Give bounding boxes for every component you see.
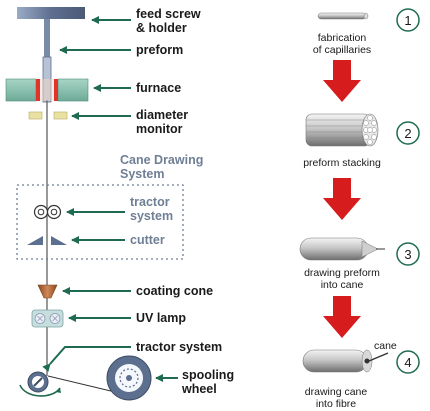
step-2-circle — [396, 121, 420, 145]
tractor-wheel-bottom — [27, 371, 49, 393]
step-1-caption-1: fabrication — [318, 32, 367, 44]
spooling-wheel — [106, 355, 152, 401]
feed-screw-shaft — [44, 19, 50, 57]
step-4-number: 4 — [404, 355, 411, 370]
step-3-number: 3 — [404, 247, 411, 262]
flow-arrow-1 — [323, 60, 361, 102]
step-2-number: 2 — [404, 126, 411, 141]
step-3-circle — [396, 242, 420, 266]
label-uv-lamp: UV lamp — [136, 311, 186, 325]
label-tractor-system: tractor system — [136, 340, 222, 354]
step-3-drawing-preform — [299, 237, 385, 261]
fibre-to-spool — [47, 375, 116, 393]
label-cane-drawing-1: Cane Drawing — [120, 153, 203, 167]
step-1-circle — [396, 8, 420, 32]
feed-screw-holder-bar — [17, 7, 85, 19]
flow-arrow-2 — [323, 178, 361, 220]
furnace — [5, 78, 89, 102]
label-spooling-2: wheel — [181, 382, 217, 396]
uv-lamp — [31, 309, 64, 328]
step-3-caption-1: drawing preform — [304, 267, 380, 279]
step-1-capillary — [317, 12, 369, 20]
label-diameter-1: diameter — [136, 108, 188, 122]
step-4-caption-2: into fibre — [316, 398, 356, 410]
step-2-caption-1: preform stacking — [303, 157, 381, 169]
coating-cone — [37, 284, 58, 299]
step-4-circle — [396, 350, 420, 374]
label-feed-screw-1: feed screw — [136, 7, 201, 21]
label-coating-cone: coating cone — [136, 284, 213, 298]
cane-label: cane — [374, 340, 397, 352]
arrow-tractor-system — [42, 346, 131, 372]
step-4-drawing-cane — [302, 349, 389, 373]
tractor-wheels-cane — [33, 204, 62, 220]
flow-arrow-3 — [323, 296, 361, 338]
pointer-arrows — [42, 16, 178, 382]
step-1-number: 1 — [404, 13, 411, 28]
step-2-preform-stack — [305, 113, 379, 147]
label-spooling-1: spooling — [182, 368, 234, 382]
label-diameter-2: monitor — [136, 122, 183, 136]
step-4-caption-1: drawing cane — [305, 386, 368, 398]
label-tractor-2: system — [130, 209, 173, 223]
label-preform: preform — [136, 43, 183, 57]
label-furnace: furnace — [136, 81, 181, 95]
label-feed-screw-2: & holder — [136, 21, 187, 35]
label-tractor-1: tractor — [130, 195, 170, 209]
label-cutter: cutter — [130, 233, 165, 247]
diameter-monitor — [28, 111, 68, 120]
label-cane-drawing-2: System — [120, 167, 164, 181]
step-3-caption-2: into cane — [321, 279, 364, 291]
step-1-caption-2: of capillaries — [313, 44, 371, 56]
cutter — [27, 236, 67, 245]
